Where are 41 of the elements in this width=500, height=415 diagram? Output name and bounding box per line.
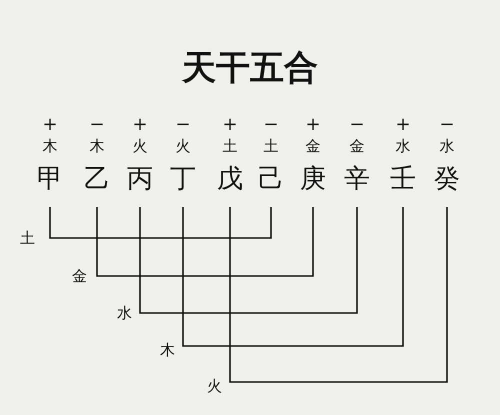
polarity-sign: − bbox=[88, 115, 106, 135]
edge-label: 水 bbox=[117, 304, 132, 322]
connector-line bbox=[96, 207, 314, 277]
element-label: 土 bbox=[262, 137, 280, 155]
edge-label: 金 bbox=[72, 267, 87, 285]
element-label: 水 bbox=[438, 137, 456, 155]
stem-character: 庚 bbox=[299, 165, 327, 193]
element-label: 金 bbox=[348, 137, 366, 155]
stem-character: 丁 bbox=[169, 165, 197, 193]
stem-character: 癸 bbox=[433, 165, 461, 193]
polarity-sign: + bbox=[394, 115, 412, 135]
element-label: 金 bbox=[304, 137, 322, 155]
polarity-sign: + bbox=[304, 115, 322, 135]
element-label: 火 bbox=[132, 137, 148, 155]
stem-character: 戊 bbox=[216, 165, 244, 193]
polarity-sign: − bbox=[174, 115, 192, 135]
stem-character: 乙 bbox=[83, 165, 111, 193]
polarity-sign: + bbox=[131, 115, 149, 135]
element-label: 木 bbox=[42, 137, 58, 155]
element-label: 水 bbox=[394, 137, 412, 155]
connector-line bbox=[229, 207, 448, 383]
stem-character: 己 bbox=[257, 165, 285, 193]
stem-character: 辛 bbox=[343, 165, 371, 193]
element-label: 木 bbox=[88, 137, 106, 155]
edge-label: 木 bbox=[160, 341, 175, 359]
connector-line bbox=[49, 207, 272, 239]
stem-character: 丙 bbox=[126, 165, 154, 193]
title: 天干五合 bbox=[180, 48, 319, 88]
polarity-sign: − bbox=[438, 115, 456, 135]
polarity-sign: + bbox=[41, 115, 59, 135]
stem-character: 甲 bbox=[36, 165, 64, 193]
polarity-sign: + bbox=[221, 115, 239, 135]
polarity-sign: − bbox=[348, 115, 366, 135]
edge-label: 土 bbox=[20, 229, 35, 247]
edge-label: 火 bbox=[207, 377, 222, 395]
polarity-sign: − bbox=[262, 115, 280, 135]
connector-line bbox=[182, 207, 404, 347]
element-label: 火 bbox=[174, 137, 192, 155]
stem-character: 壬 bbox=[389, 165, 417, 193]
element-label: 土 bbox=[222, 137, 238, 155]
connector-line bbox=[139, 207, 358, 314]
